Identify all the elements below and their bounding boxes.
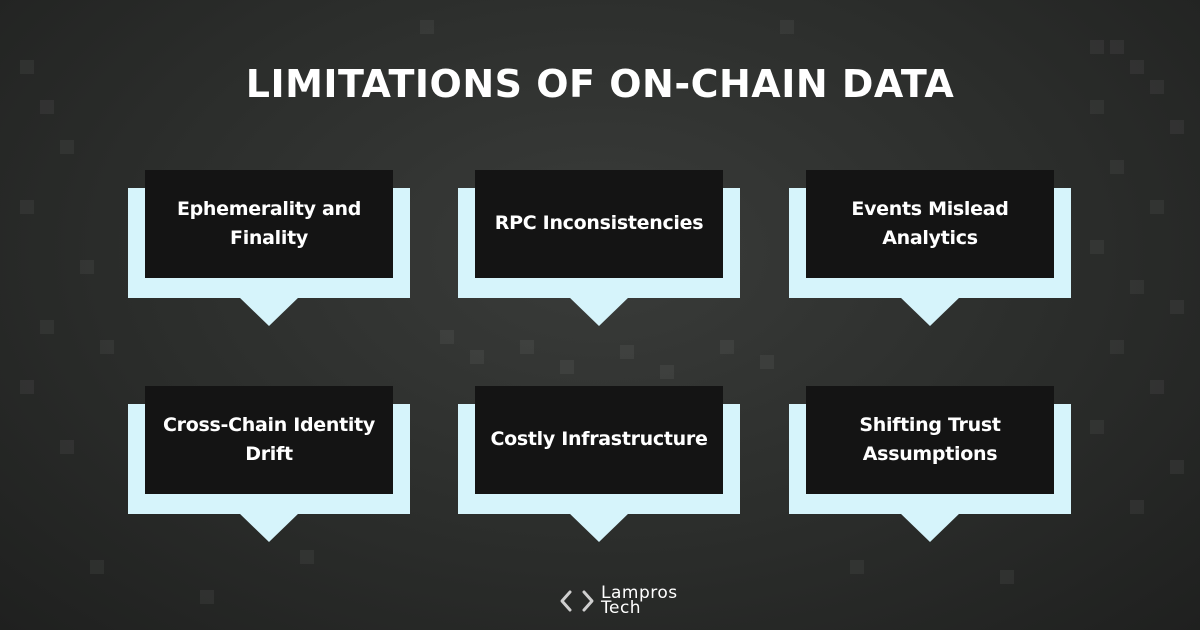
- card-rpc: RPC Inconsistencies: [458, 170, 740, 326]
- card-label: Ephemerality and Finality: [145, 170, 393, 278]
- card-pointer-arrow: [568, 512, 630, 542]
- card-label: Events Mislead Analytics: [806, 170, 1054, 278]
- brand-line-2: Tech: [601, 598, 642, 618]
- code-brackets-icon: [560, 590, 594, 612]
- page-title: LIMITATIONS OF ON-CHAIN DATA: [245, 62, 955, 106]
- card-pointer-arrow: [899, 296, 961, 326]
- card-label: Costly Infrastructure: [475, 386, 723, 494]
- card-cross-chain: Cross-Chain Identity Drift: [128, 386, 410, 542]
- brand-line-1: Lampros: [601, 583, 678, 603]
- card-infrastructure: Costly Infrastructure: [458, 386, 740, 542]
- card-label: Cross-Chain Identity Drift: [145, 386, 393, 494]
- brand-name: Lampros Tech: [601, 583, 678, 618]
- card-pointer-arrow: [238, 512, 300, 542]
- card-ephemerality: Ephemerality and Finality: [128, 170, 410, 326]
- card-events: Events Mislead Analytics: [789, 170, 1071, 326]
- card-label: RPC Inconsistencies: [475, 170, 723, 278]
- brand-logo: Lampros Tech: [559, 583, 678, 618]
- card-label: Shifting Trust Assumptions: [806, 386, 1054, 494]
- card-pointer-arrow: [238, 296, 300, 326]
- card-pointer-arrow: [899, 512, 961, 542]
- card-trust: Shifting Trust Assumptions: [789, 386, 1071, 542]
- card-pointer-arrow: [568, 296, 630, 326]
